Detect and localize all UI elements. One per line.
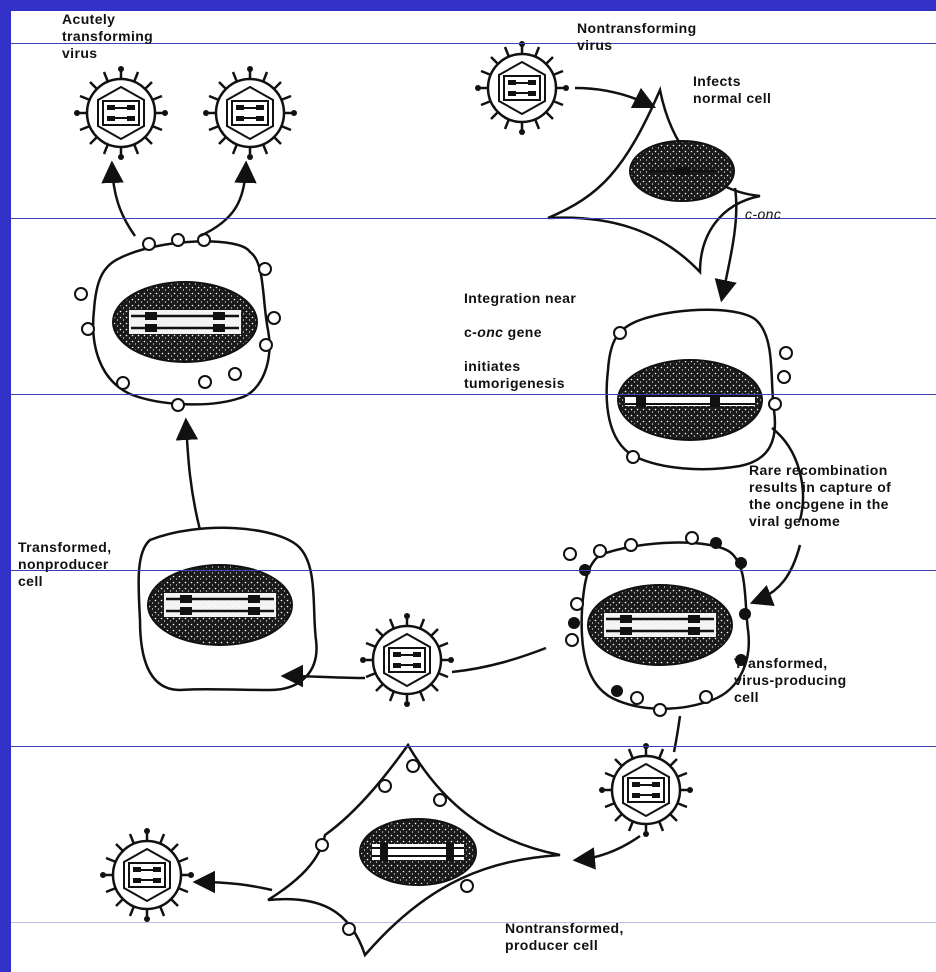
label-integration-line3: initiates tumorigenesis bbox=[464, 358, 565, 391]
rule-5 bbox=[11, 746, 936, 747]
cell-top-left bbox=[74, 233, 281, 412]
label-transformed-nonproducer: Transformed, nonproducer cell bbox=[18, 539, 112, 589]
slide-frame-top bbox=[0, 0, 936, 11]
rule-3 bbox=[11, 394, 936, 395]
label-nontransforming-virus: Nontransforming virus bbox=[577, 20, 697, 53]
integration-cell bbox=[605, 308, 793, 471]
rule-2 bbox=[11, 218, 936, 219]
transformed-virus-producing-cell bbox=[563, 531, 751, 717]
label-nontransformed-producer: Nontransformed, producer cell bbox=[505, 920, 624, 953]
label-transformed-virus-producing: Transformed, virus-producing cell bbox=[734, 655, 847, 705]
rule-6 bbox=[11, 922, 936, 923]
virus-from-producer-cell bbox=[98, 826, 196, 924]
label-integration-onc: onc bbox=[477, 324, 504, 340]
label-integration: Integration near c-onc gene initiates tu… bbox=[464, 273, 576, 409]
label-integration-c: c- bbox=[464, 324, 478, 340]
diagram-panel bbox=[11, 11, 936, 972]
producer-virus bbox=[597, 741, 695, 839]
released-virus bbox=[358, 611, 456, 709]
nontransforming-virus bbox=[473, 39, 571, 137]
rule-1 bbox=[11, 43, 936, 44]
label-integration-line1: Integration near bbox=[464, 290, 577, 306]
normal-cell bbox=[547, 85, 761, 276]
transformed-nonproducer-cell bbox=[137, 526, 318, 692]
label-c-onc: c-onc bbox=[745, 206, 782, 222]
label-acutely-transforming-virus: Acutely transforming virus bbox=[62, 11, 154, 61]
slide-frame-left bbox=[0, 0, 11, 972]
acute-virus-1 bbox=[72, 64, 170, 162]
process-arrows bbox=[101, 86, 805, 894]
nontransformed-producer-cell bbox=[267, 742, 561, 958]
label-integration-line2: c-onc gene bbox=[464, 324, 576, 341]
rule-4 bbox=[11, 570, 936, 571]
label-rare-recombination: Rare recombination results in capture of… bbox=[749, 462, 892, 529]
label-infects-normal-cell: Infects normal cell bbox=[693, 73, 772, 106]
acute-virus-2 bbox=[201, 64, 299, 162]
label-integration-gene: gene bbox=[503, 324, 542, 340]
